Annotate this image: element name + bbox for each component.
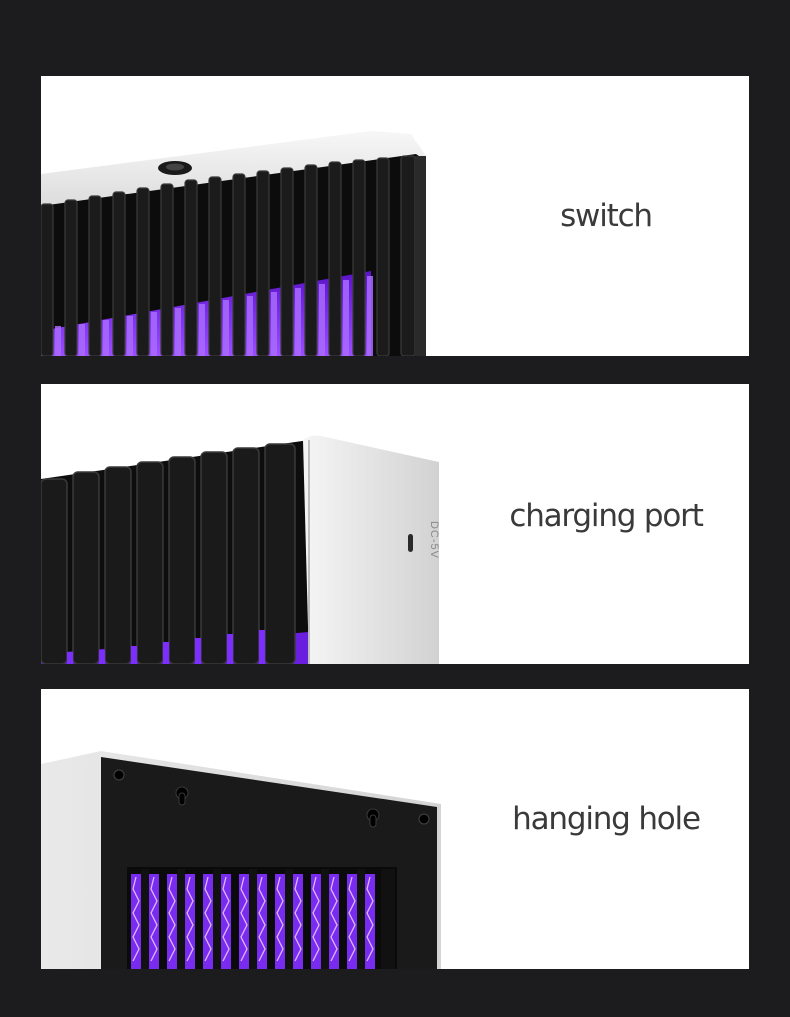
port-marking: DC-5V	[428, 521, 440, 559]
hanging-hole-icon	[175, 786, 189, 806]
hanging-hole-product-image	[41, 751, 441, 969]
charging-port-panel: DC-5V charging port	[41, 384, 749, 664]
charging-port-product-image: DC-5V	[41, 435, 440, 664]
hanging-hole-label: hanging hole	[512, 801, 701, 837]
hanging-hole-panel: hanging hole	[41, 689, 749, 969]
charging-port-label: charging port	[509, 498, 704, 534]
usb-port-icon	[408, 534, 413, 552]
switch-product-image	[41, 131, 426, 356]
switch-label: switch	[560, 198, 653, 234]
switch-panel: switch	[41, 76, 749, 356]
hanging-hole-icon	[366, 808, 380, 828]
